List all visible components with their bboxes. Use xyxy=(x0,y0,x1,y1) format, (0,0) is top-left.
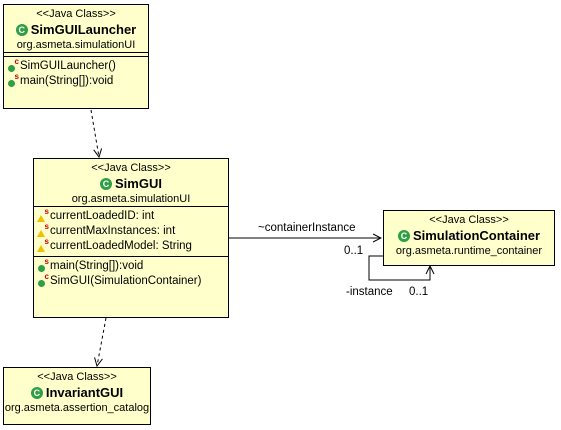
package-label: org.asmeta.simulationUI xyxy=(16,39,136,51)
multiplicity-label-instance: 0..1 xyxy=(409,286,429,298)
stereotype-label: <<Java Class>> xyxy=(37,371,117,383)
public-static-method-icon: s xyxy=(7,72,19,88)
role-label-containerinstance: ~containerInstance xyxy=(258,222,356,234)
public-constructor-icon: c xyxy=(37,272,49,288)
package-label: org.asmeta.simulationUI xyxy=(71,193,191,205)
stereotype-label: <<Java Class>> xyxy=(429,214,509,226)
protected-static-field-icon: s xyxy=(37,207,49,223)
package-label: org.asmeta.runtime_container xyxy=(395,245,543,257)
multiplicity-label-containerinstance: 0..1 xyxy=(344,245,364,257)
class-icon: C xyxy=(30,386,43,399)
role-label-instance: -instance xyxy=(346,286,393,298)
dependency-simgui-to-invariant xyxy=(97,317,107,366)
protected-static-field-icon: s xyxy=(37,237,49,253)
public-static-method-icon: s xyxy=(37,257,49,273)
public-constructor-icon: c xyxy=(7,57,19,73)
stereotype-label: <<Java Class>> xyxy=(36,8,116,20)
dependency-launcher-to-simgui xyxy=(90,109,99,157)
package-label: org.asmeta.assertion_catalog xyxy=(4,402,150,414)
stereotype-label: <<Java Class>> xyxy=(91,162,171,174)
class-icon: C xyxy=(100,177,113,190)
class-icon: C xyxy=(397,229,410,242)
class-icon: C xyxy=(15,23,28,36)
attributes-section xyxy=(4,52,148,56)
association-instance-selfloop xyxy=(368,255,430,281)
protected-static-field-icon: s xyxy=(37,222,49,238)
